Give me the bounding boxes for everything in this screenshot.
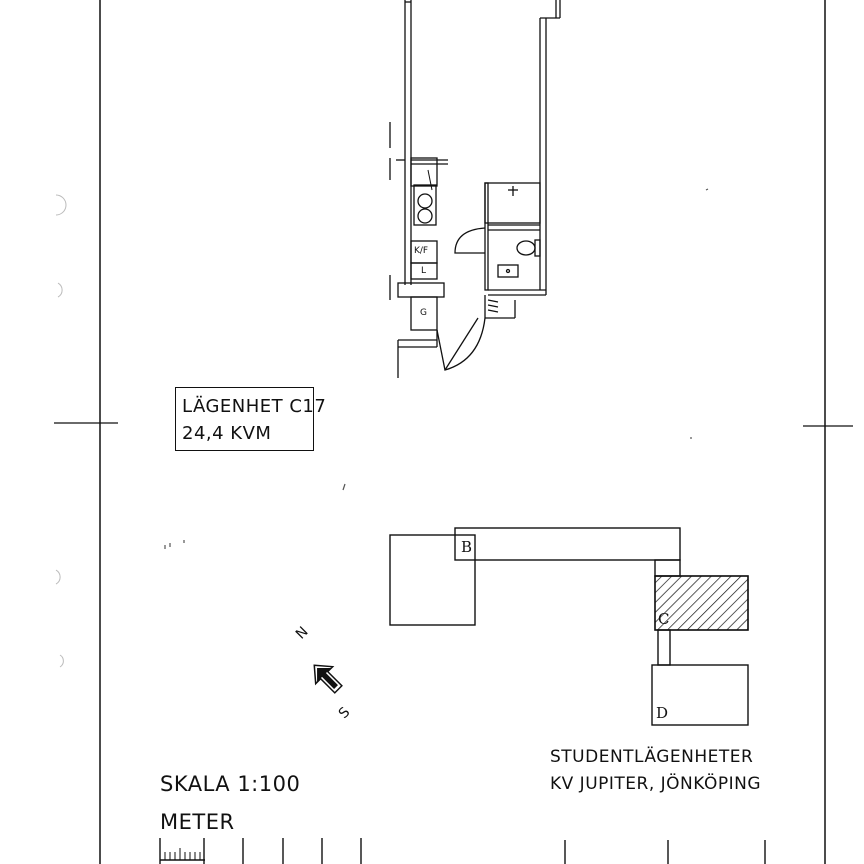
building-c-highlight [654,575,749,631]
site-plan [389,527,749,726]
building-label-c: C [658,610,670,628]
project-location: KV JUPITER, JÖNKÖPING [550,774,762,794]
room-label-g: G [420,308,427,318]
room-label-l: L [421,266,427,276]
drawing-frame [54,0,853,864]
scale-bar [159,838,766,864]
scale-unit: METER [160,810,235,834]
building-b-outline [454,527,681,561]
room-label-kitchen: K/F [414,246,429,256]
punch-hole-marks [55,194,67,668]
building-outline [389,534,476,626]
compass-arrow-icon [313,664,343,694]
apartment-area: 24,4 KVM [182,423,272,444]
building-d-outline [651,664,749,726]
scale-label: SKALA 1:100 [160,772,301,796]
apartment-label-box: LÄGENHET C17 24,4 KVM [175,387,326,451]
building-label-d: D [656,704,669,722]
apartment-floor-plan [389,0,561,378]
pen-marks [164,188,709,549]
building-label-b: B [461,538,473,556]
apartment-name: LÄGENHET C17 [182,396,327,417]
project-title: STUDENTLÄGENHETER [550,747,754,767]
